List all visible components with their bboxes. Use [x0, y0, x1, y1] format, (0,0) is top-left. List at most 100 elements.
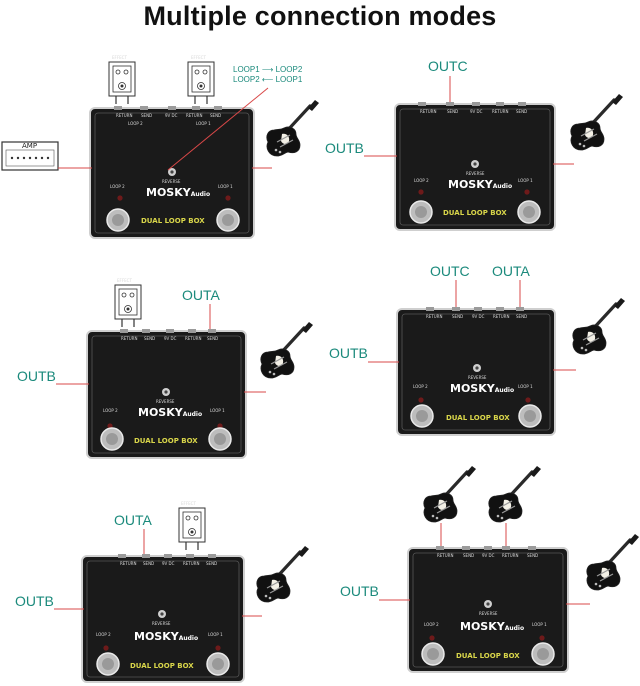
guitar-icon: [259, 320, 315, 380]
loop-label: LOOP 1: [218, 184, 233, 189]
pedal-body: RETURN SEND 9V DC RETURN SEND REVERSE MO…: [86, 329, 247, 459]
amp-label: AMP: [22, 142, 37, 150]
jack-label: RETURN: [183, 561, 199, 566]
loop-label: LOOP 2: [96, 632, 111, 637]
jack-label: RETURN: [186, 113, 202, 118]
jack-label: RETURN: [185, 336, 201, 341]
jack-label: 9V DC: [472, 314, 485, 319]
brand-logo: MOSKYAudio: [134, 630, 198, 643]
jack-label: 9V DC: [470, 109, 483, 114]
loop-label: LOOP 1: [208, 632, 223, 637]
effect-label: EFFECT: [181, 501, 196, 506]
reverse-label: REVERSE: [468, 375, 487, 380]
outa-label: OUTA: [182, 287, 221, 303]
jack-label: 9V DC: [162, 561, 175, 566]
outa-label: OUTA: [492, 263, 531, 279]
pedal-body: RETURN SEND 9V DC RETURN SEND REVERSE MO…: [394, 102, 556, 231]
jack-label: RETURN: [426, 314, 442, 319]
effect-pedal-icon: [108, 61, 136, 105]
pedal-5-group: EFFECT RETURN SEND 9V DC RETURN SEND REV…: [15, 501, 311, 683]
reverse-label: REVERSE: [162, 179, 181, 184]
guitar-icon: [255, 544, 311, 604]
jack-label: SEND: [141, 113, 152, 118]
loop-label: LOOP 1: [518, 178, 533, 183]
jack-label: RETURN: [120, 561, 136, 566]
outb-label: OUTB: [325, 140, 364, 156]
model-name: DUAL LOOP BOX: [134, 437, 198, 445]
loop-label: LOOP 2: [413, 384, 428, 389]
jack-label: RETURN: [493, 314, 509, 319]
reverse-label: REVERSE: [152, 621, 171, 626]
brand-logo: MOSKYAudio: [460, 620, 524, 633]
pedal-body: RETURN SEND 9V DC RETURN SEND LOOP 2 LOO…: [89, 106, 255, 239]
jack-label: SEND: [463, 553, 474, 558]
jack-label: SEND: [447, 109, 458, 114]
model-name: DUAL LOOP BOX: [130, 662, 194, 670]
jack-label: SEND: [516, 109, 527, 114]
guitar-icon: [422, 464, 478, 524]
loop-order-legend: LOOP2 ⟵ LOOP1: [233, 75, 303, 84]
loop-label: LOOP 2: [110, 184, 125, 189]
reverse-label: REVERSE: [156, 399, 175, 404]
guitar-icon: [487, 464, 543, 524]
outa-label: OUTA: [114, 512, 153, 528]
jack-label: SEND: [210, 113, 221, 118]
jack-label: 9V DC: [482, 553, 495, 558]
jack-label: RETURN: [121, 336, 137, 341]
outc-label: OUTC: [430, 263, 470, 279]
pedal-body: RETURN SEND 9V DC RETURN SEND REVERSE MO…: [396, 307, 556, 436]
jack-label: 9V DC: [164, 336, 177, 341]
page-title: Multiple connection modes: [143, 1, 497, 31]
effect-label: EFFECT: [191, 55, 206, 60]
pedal-body: RETURN SEND 9V DC RETURN SEND REVERSE MO…: [81, 554, 245, 683]
jack-label: RETURN: [492, 109, 508, 114]
pedal-1-group: EFFECT EFFECT RETURN SEND 9V DC RETURN S…: [1, 55, 321, 239]
loop-label: LOOP 2: [414, 178, 429, 183]
guitar-icon: [571, 296, 627, 356]
jack-label: RETURN: [116, 113, 132, 118]
brand-logo: MOSKYAudio: [448, 178, 512, 191]
model-name: DUAL LOOP BOX: [141, 217, 205, 225]
effect-pedal-icon: [187, 61, 215, 105]
loop-label: LOOP 1: [196, 121, 211, 126]
loop-label: LOOP 2: [128, 121, 143, 126]
outb-label: OUTB: [340, 583, 379, 599]
loop-label: LOOP 2: [103, 408, 118, 413]
jack-label: RETURN: [502, 553, 518, 558]
loop-label: LOOP 2: [424, 622, 439, 627]
amp-icon: AMP: [1, 141, 59, 171]
effect-pedal-icon: [178, 507, 206, 551]
reverse-label: REVERSE: [466, 171, 485, 176]
reverse-label: REVERSE: [479, 611, 498, 616]
jack-label: SEND: [143, 561, 154, 566]
brand-logo: MOSKYAudio: [146, 186, 210, 199]
jack-label: 9V DC: [165, 113, 178, 118]
jack-label: SEND: [144, 336, 155, 341]
model-name: DUAL LOOP BOX: [456, 652, 520, 660]
jack-label: SEND: [206, 561, 217, 566]
model-name: DUAL LOOP BOX: [443, 209, 507, 217]
jack-label: SEND: [527, 553, 538, 558]
outb-label: OUTB: [15, 593, 54, 609]
outb-label: OUTB: [17, 368, 56, 384]
pedal-4-group: RETURN SEND 9V DC RETURN SEND REVERSE MO…: [329, 263, 627, 436]
jack-label: SEND: [452, 314, 463, 319]
jack-label: SEND: [516, 314, 527, 319]
effect-label: EFFECT: [117, 278, 132, 283]
brand-logo: MOSKYAudio: [450, 382, 514, 395]
loop-label: LOOP 1: [532, 622, 547, 627]
outc-label: OUTC: [428, 58, 468, 74]
pedal-body: RETURN SEND 9V DC RETURN SEND REVERSE MO…: [407, 546, 569, 673]
guitar-icon: [265, 98, 321, 158]
brand-logo: MOSKYAudio: [138, 406, 202, 419]
jack-label: RETURN: [437, 553, 453, 558]
outb-label: OUTB: [329, 345, 368, 361]
effect-pedal-icon: [114, 284, 142, 328]
effect-label: EFFECT: [112, 55, 127, 60]
loop-order-legend: LOOP1 ⟶ LOOP2: [233, 65, 303, 74]
pedal-3-group: EFFECT RETURN SEND 9V DC RETURN SEND REV…: [17, 278, 315, 459]
loop-label: LOOP 1: [210, 408, 225, 413]
guitar-icon: [569, 92, 625, 152]
guitar-icon: [585, 532, 640, 592]
